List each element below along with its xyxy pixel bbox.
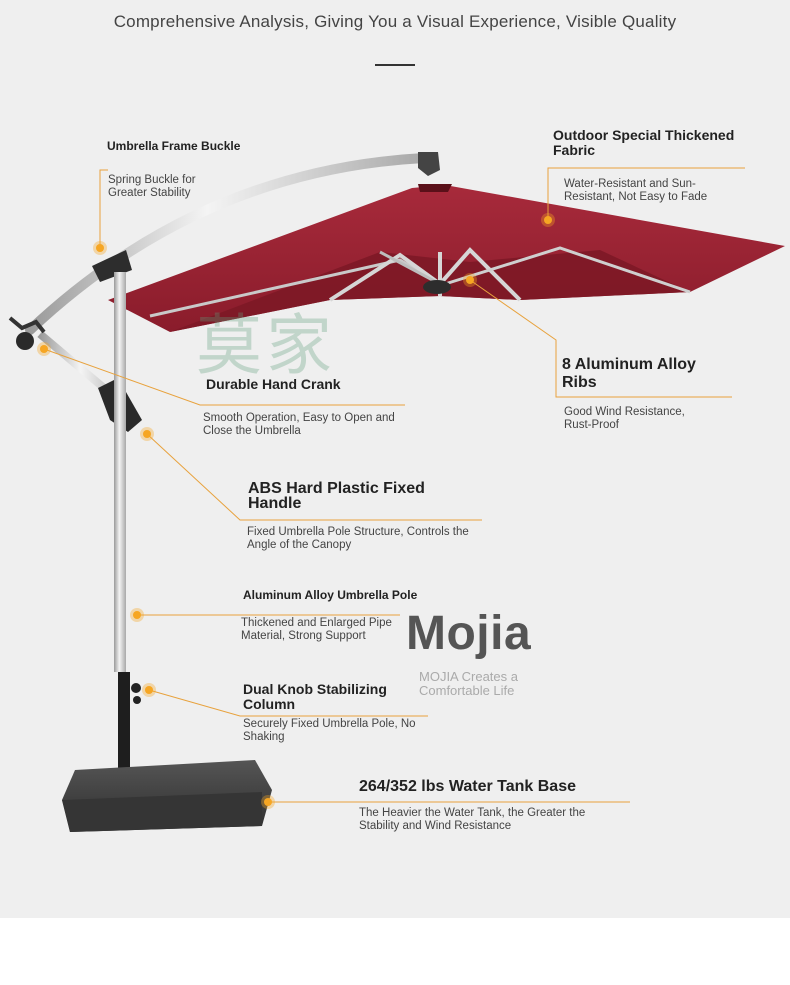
fabric-title: Outdoor Special Thickened Fabric [553, 127, 735, 159]
callout-dots [37, 213, 555, 809]
hand-crank-desc: Smooth Operation, Easy to Open and Close… [203, 412, 395, 438]
ribs-desc: Good Wind Resistance, Rust-Proof [564, 406, 685, 432]
product-feature-panel [0, 0, 790, 918]
headline: Comprehensive Analysis, Giving You a Vis… [113, 12, 677, 31]
base-desc: The Heavier the Water Tank, the Greater … [359, 807, 586, 833]
hand-crank [8, 316, 46, 334]
hand-crank-title: Durable Hand Crank [206, 376, 341, 392]
umbrella-illustration [8, 152, 785, 832]
arm-end-cap [418, 152, 440, 176]
pole-title: Aluminum Alloy Umbrella Pole [243, 588, 418, 602]
ribs-title: 8 Aluminum Alloy Ribs [562, 356, 696, 391]
frame-buckle-desc: Spring Buckle for Greater Stability [108, 174, 196, 200]
handle-desc: Fixed Umbrella Pole Structure, Controls … [247, 526, 469, 552]
stabilizing-column [118, 672, 130, 777]
main-pole [114, 272, 126, 672]
frame-buckle-title: Umbrella Frame Buckle [107, 139, 241, 153]
fabric-desc: Water-Resistant and Sun-Resistant, Not E… [564, 178, 708, 204]
watermark: 莫家 [196, 307, 336, 384]
column-desc: Securely Fixed Umbrella Pole, No Shaking [243, 718, 416, 744]
pole-desc: Thickened and Enlarged Pipe Material, St… [241, 617, 392, 643]
callout-lines [43, 167, 745, 803]
brand-tagline: MOJIA Creates a Comfortable Life [419, 669, 518, 698]
base-title: 264/352 lbs Water Tank Base [359, 778, 576, 795]
headline-divider [375, 64, 415, 66]
curved-arm [25, 153, 429, 335]
canopy [108, 184, 785, 332]
brand-logo: Mojia [406, 607, 532, 660]
column-title: Dual Knob Stabilizing Column [243, 681, 387, 713]
handle-title: ABS Hard Plastic Fixed Handle [248, 480, 425, 513]
frame-buckle [92, 250, 132, 282]
